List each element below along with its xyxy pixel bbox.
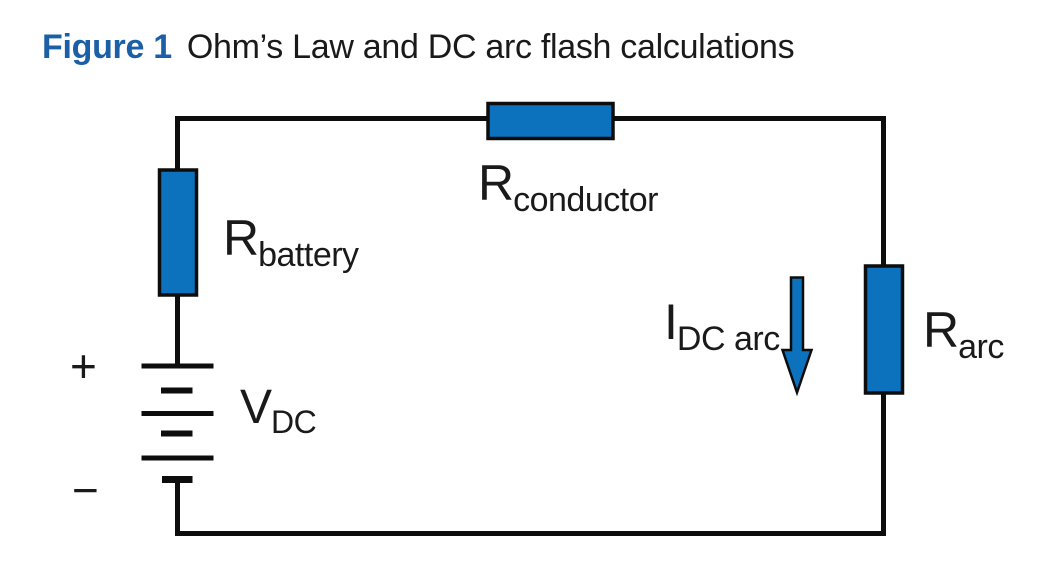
v-dc-label-sub: DC	[271, 404, 317, 440]
battery-symbol	[141, 363, 214, 483]
current-arrow-down-icon	[780, 276, 814, 397]
r-conductor-resistor	[486, 101, 615, 141]
r-battery-label-main: R	[223, 210, 259, 266]
r-arc-label-main: R	[923, 302, 959, 358]
r-battery-label-sub: battery	[258, 236, 359, 274]
r-conductor-label-sub: conductor	[513, 181, 658, 219]
r-conductor-label: Rconductor	[478, 158, 658, 217]
r-arc-label-sub: arc	[958, 328, 1004, 366]
i-dc-arc-label-main: I	[664, 294, 678, 350]
figure-number-label: Figure 1	[42, 28, 172, 66]
r-arc-label: Rarc	[923, 305, 1004, 364]
i-dc-arc-label-sub: DC arc	[676, 320, 780, 358]
battery-positive-sign: +	[70, 340, 97, 392]
battery-negative-sign: −	[72, 464, 99, 516]
r-conductor-label-main: R	[478, 155, 514, 211]
figure-title-text: Ohm’s Law and DC arc flash calculations	[186, 28, 795, 66]
i-dc-arc-label: IDC arc	[664, 297, 780, 356]
figure-title: Figure 1 Ohm’s Law and DC arc flash calcu…	[42, 28, 795, 66]
r-battery-resistor	[157, 168, 199, 297]
v-dc-label: VDC	[240, 381, 317, 440]
v-dc-label-main: V	[240, 381, 272, 434]
r-arc-resistor	[863, 264, 905, 395]
r-battery-label: Rbattery	[223, 213, 359, 272]
